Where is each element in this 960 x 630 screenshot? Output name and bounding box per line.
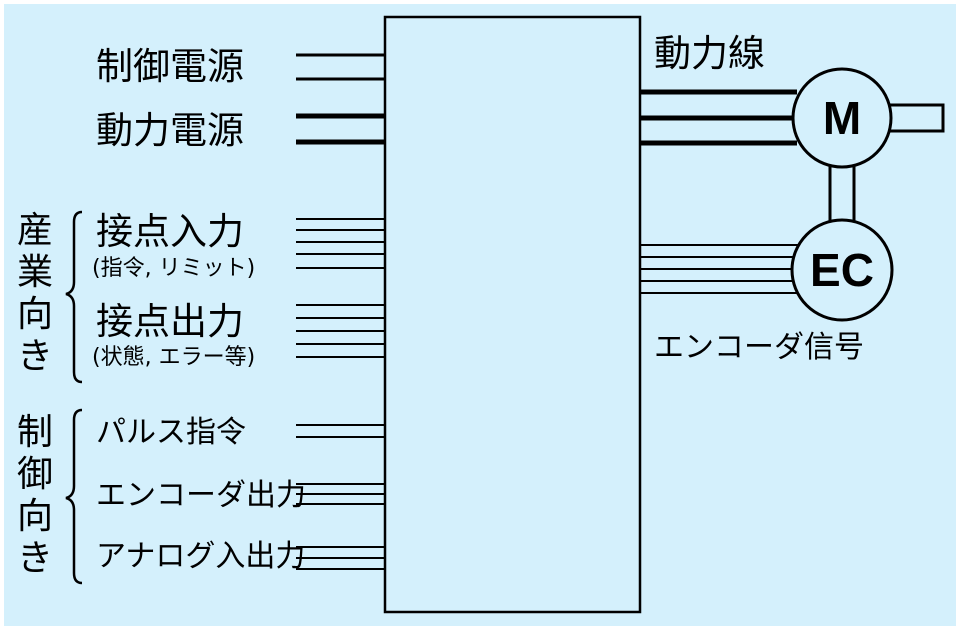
industrial-group-char: 産 bbox=[16, 210, 53, 251]
encoder-output-label: エンコーダ出力 bbox=[96, 478, 306, 513]
encoder-signal-wires bbox=[640, 244, 800, 294]
contact-input-lines bbox=[296, 218, 385, 269]
industrial-group-brace bbox=[65, 210, 83, 384]
contact-output-note: (状態, エラー等) bbox=[92, 345, 256, 370]
control-group-char: き bbox=[16, 538, 53, 579]
driver-block bbox=[383, 15, 642, 614]
contact-input-note: (指令, リミット) bbox=[92, 256, 256, 281]
power-line-wires bbox=[640, 89, 797, 146]
industrial-group-char: 向 bbox=[16, 294, 53, 335]
encoder-output-lines bbox=[296, 483, 385, 505]
motor-encoder-coupling bbox=[828, 161, 856, 227]
encoder-circle bbox=[790, 218, 894, 322]
pulse-command-lines bbox=[296, 424, 385, 438]
power-line-label: 動力線 bbox=[654, 32, 765, 75]
motor-output-shaft bbox=[884, 103, 945, 133]
control-power-lines bbox=[296, 53, 385, 81]
encoder-signal-label: エンコーダ信号 bbox=[654, 330, 864, 365]
control-group-label: 制 御 向 き bbox=[15, 412, 55, 580]
drive-power-label: 動力電源 bbox=[96, 109, 244, 152]
contact-output-lines bbox=[296, 304, 385, 358]
control-power-label: 制御電源 bbox=[96, 45, 244, 88]
industrial-group-label: 産 業 向 き bbox=[15, 210, 55, 378]
industrial-group-char: き bbox=[16, 336, 53, 377]
control-group-char: 御 bbox=[16, 454, 53, 495]
control-group-brace bbox=[65, 408, 83, 585]
contact-output-label: 接点出力 bbox=[96, 300, 244, 343]
industrial-group-char: 業 bbox=[16, 252, 53, 293]
motor-circle bbox=[791, 67, 893, 169]
motor-label: M bbox=[822, 92, 862, 144]
encoder-label: EC bbox=[810, 244, 874, 296]
drive-power-lines bbox=[296, 113, 385, 145]
control-group-char: 向 bbox=[16, 496, 53, 537]
analog-io-label: アナログ入出力 bbox=[96, 539, 306, 574]
contact-input-label: 接点入力 bbox=[96, 210, 244, 253]
analog-io-lines bbox=[296, 546, 385, 570]
pulse-command-label: パルス指令 bbox=[96, 415, 246, 450]
control-group-char: 制 bbox=[16, 412, 53, 453]
